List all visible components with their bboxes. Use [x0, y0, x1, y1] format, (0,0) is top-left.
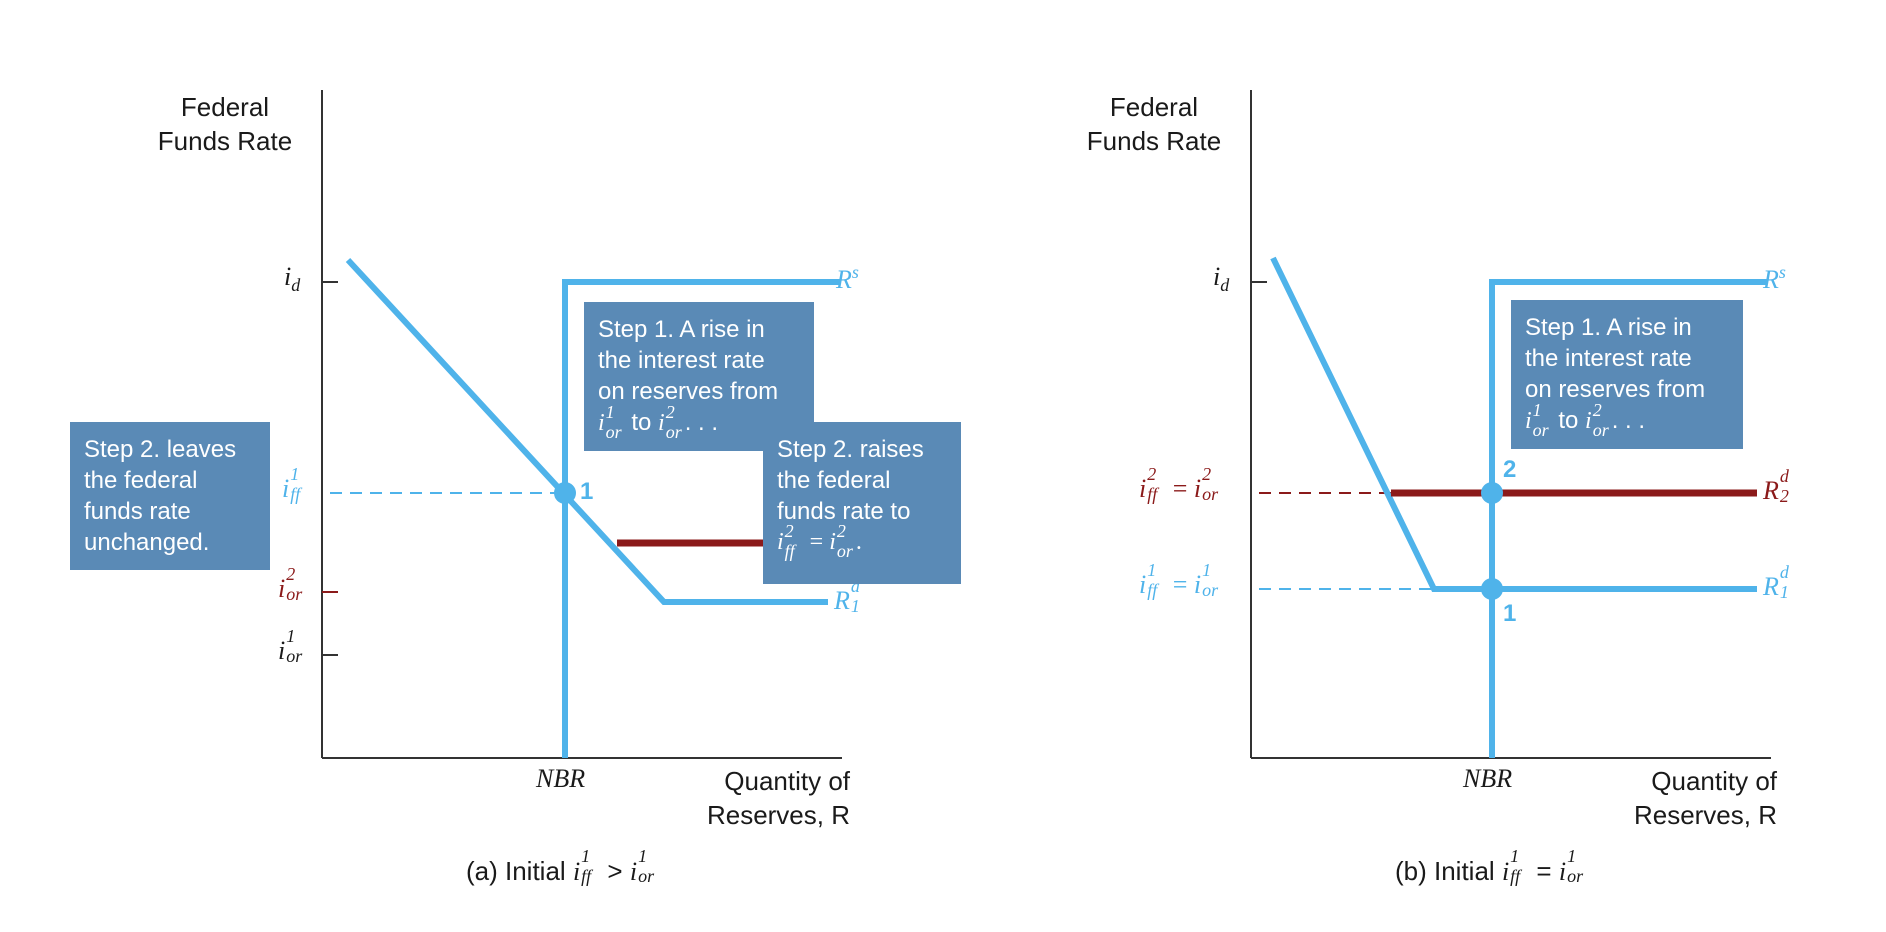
step2-line3: funds rate: [84, 498, 191, 525]
y-axis-title: Federal Funds Rate: [140, 90, 310, 158]
step2-note: Step 2. leaves the federal funds rate un…: [70, 422, 270, 570]
equilibrium-point-2: [1481, 482, 1503, 504]
y-axis-title-line2: Funds Rate: [157, 126, 293, 156]
label-nbr: NBR: [536, 764, 586, 793]
point-label-1: 1: [580, 478, 594, 505]
panel-b-graph: [1250, 90, 1771, 759]
step2-note: Step 2. raises the federal funds rate to…: [763, 422, 961, 584]
x-axis-title-line1: Quantity of: [1651, 766, 1777, 796]
step2-line3: funds rate to: [777, 498, 911, 525]
equilibrium-point-1: [1481, 578, 1503, 600]
y-axis-title-line1: Federal: [1109, 92, 1199, 122]
step1-line1: Step 1. A rise in: [598, 316, 765, 343]
step2-line1: Step 2. leaves: [84, 436, 237, 463]
step1-line1: Step 1. A rise in: [1525, 314, 1692, 341]
x-axis-title-line1: Quantity of: [724, 766, 850, 796]
x-axis-title: Quantity of Reserves, R: [670, 764, 850, 832]
step2-line1: Step 2. raises: [777, 436, 924, 463]
demand-curve-r1d: [345, 257, 828, 605]
step2-line2: the federal: [777, 467, 891, 494]
x-axis-title: Quantity of Reserves, R: [1597, 764, 1777, 832]
label-nbr: NBR: [1463, 764, 1513, 793]
x-axis-title-line2: Reserves, R: [706, 800, 850, 830]
step1-line2: the interest rate: [1525, 345, 1692, 372]
equilibrium-point-1: [554, 482, 576, 504]
x-axis-title-line2: Reserves, R: [1633, 800, 1777, 830]
step2-line2: the federal: [84, 467, 198, 494]
step1-note: Step 1. A rise in the interest rate on r…: [1511, 300, 1743, 449]
label-id: id: [1213, 262, 1230, 295]
step1-line2: the interest rate: [598, 347, 765, 374]
label-rs: Rs: [1763, 262, 1786, 294]
step2-line4: unchanged.: [84, 529, 210, 556]
y-axis-title: Federal Funds Rate: [1069, 90, 1239, 158]
demand-curve-r1d: [1270, 256, 1757, 592]
y-axis-title-line1: Federal: [180, 92, 270, 122]
point-label-2: 2: [1503, 456, 1517, 483]
label-rs: Rs: [836, 262, 859, 294]
point-label-1: 1: [1503, 600, 1517, 627]
label-id: id: [284, 262, 301, 295]
y-axis-title-line2: Funds Rate: [1086, 126, 1222, 156]
panel-a-graph: [321, 90, 842, 759]
step1-line3: on reserves from: [1525, 376, 1706, 403]
step1-line3: on reserves from: [598, 378, 779, 405]
supply-curve-rs: [562, 279, 840, 758]
